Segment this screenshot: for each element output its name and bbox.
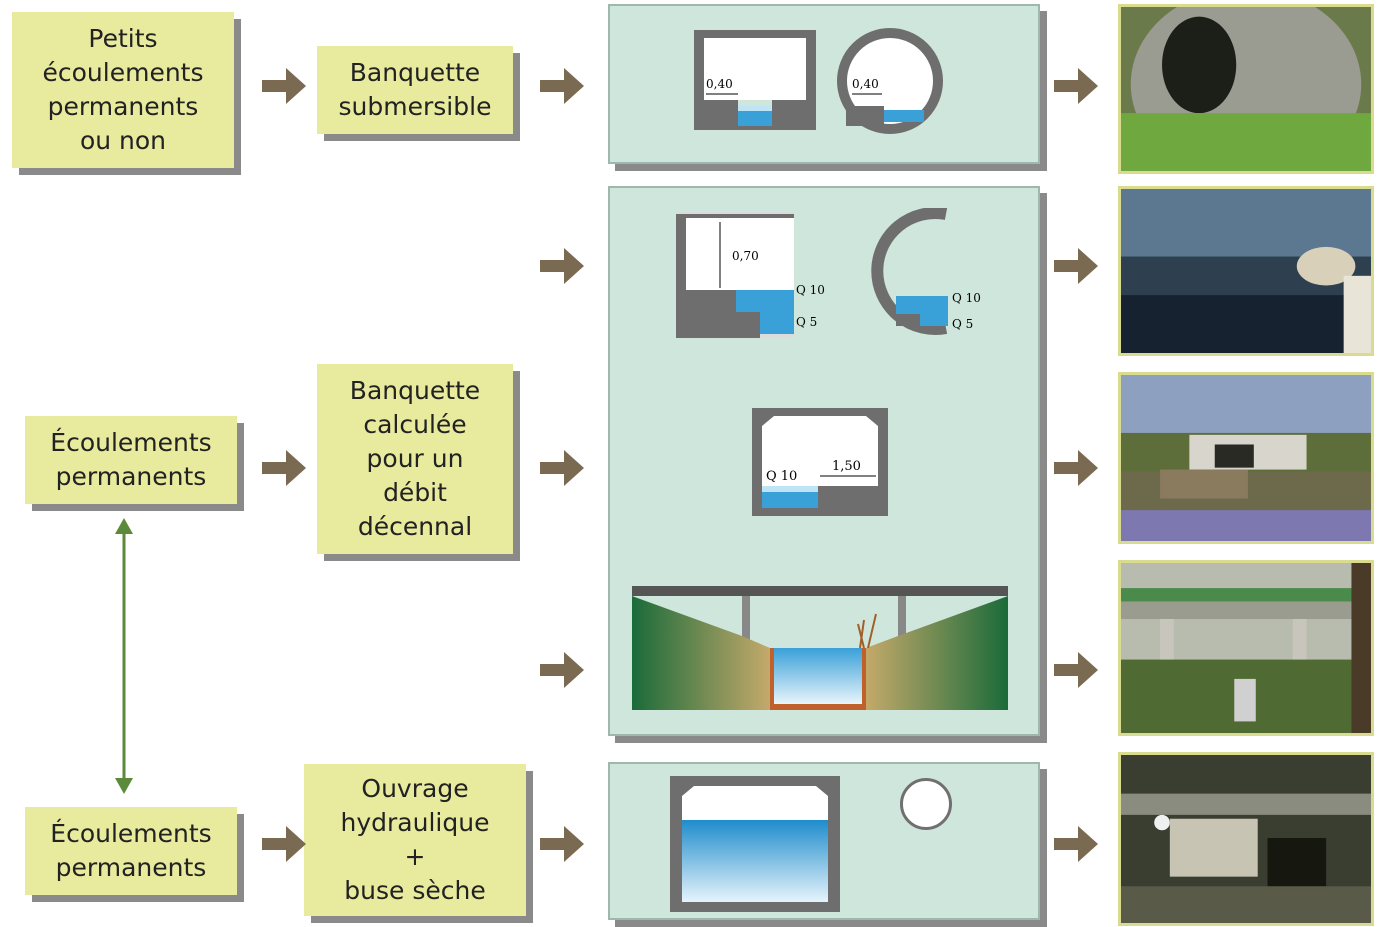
- box-culvert-diagram-1: 0,40: [694, 30, 816, 130]
- box-banquette-submersible-label: Banquette submersible: [338, 58, 492, 121]
- box-culvert-diagram-2: Q 10 1,50: [752, 408, 888, 516]
- box-ecoulements-permanents-1: Écoulements permanents: [25, 416, 237, 504]
- right-arrow-icon: [540, 450, 584, 486]
- photo-bridge-river: [1118, 372, 1374, 544]
- right-arrow-icon: [1054, 248, 1098, 284]
- panel-banquette-submersible: [608, 4, 1040, 164]
- right-arrow-icon: [540, 652, 584, 688]
- q10-label-3: Q 10: [766, 469, 797, 484]
- q10-label-2: Q 10: [952, 291, 981, 305]
- right-arrow-icon: [540, 248, 584, 284]
- box-ecoulements-permanents-2-label: Écoulements permanents: [50, 819, 212, 882]
- height-label-070: 0,70: [732, 249, 759, 263]
- box-banquette-submersible: Banquette submersible: [317, 46, 513, 134]
- stepped-round-culvert-diagram: Q 10 Q 5: [871, 208, 981, 335]
- right-arrow-icon: [262, 826, 306, 862]
- right-arrow-icon: [1054, 826, 1098, 862]
- box-ouvrage-hydraulique-label: Ouvrage hydraulique + buse sèche: [340, 774, 490, 905]
- round-culvert-diagram-1: 0,40: [837, 28, 943, 134]
- box-petits-ecoulements-label: Petits écoulements permanents ou non: [42, 24, 204, 155]
- right-arrow-icon: [262, 68, 306, 104]
- right-arrow-icon: [1054, 652, 1098, 688]
- width-label-040: 0,40: [706, 77, 733, 91]
- q10-label-1: Q 10: [796, 283, 825, 297]
- box-banquette-calculee: Banquette calculée pour un débit décenna…: [317, 364, 513, 554]
- dry-pipe-icon: [900, 778, 952, 830]
- photo-stone-culvert: [1118, 752, 1374, 926]
- right-arrow-icon: [540, 826, 584, 862]
- q5-label-1: Q 5: [796, 315, 817, 329]
- width-label-150: 1,50: [832, 459, 861, 474]
- box-ouvrage-hydraulique: Ouvrage hydraulique + buse sèche: [304, 764, 526, 916]
- photo-tunnel-interior: [1118, 186, 1374, 356]
- photo-culvert-tunnel: [1118, 4, 1374, 174]
- up-down-arrow-icon: [115, 518, 133, 794]
- width-label-040-round: 0,40: [852, 77, 879, 91]
- box-petits-ecoulements: Petits écoulements permanents ou non: [12, 12, 234, 168]
- large-box-culvert-diagram: [670, 776, 840, 912]
- bridge-cross-section-diagram: [632, 586, 1008, 710]
- right-arrow-icon: [262, 450, 306, 486]
- photo-viaduct: [1118, 560, 1374, 736]
- box-ecoulements-permanents-1-label: Écoulements permanents: [50, 428, 212, 491]
- box-banquette-calculee-label: Banquette calculée pour un débit décenna…: [349, 376, 481, 541]
- right-arrow-icon: [1054, 450, 1098, 486]
- stepped-box-culvert-diagram: 0,70 Q 10 Q 5: [676, 212, 825, 338]
- right-arrow-icon: [540, 68, 584, 104]
- q5-label-2: Q 5: [952, 317, 973, 331]
- right-arrow-icon: [1054, 68, 1098, 104]
- box-ecoulements-permanents-2: Écoulements permanents: [25, 807, 237, 895]
